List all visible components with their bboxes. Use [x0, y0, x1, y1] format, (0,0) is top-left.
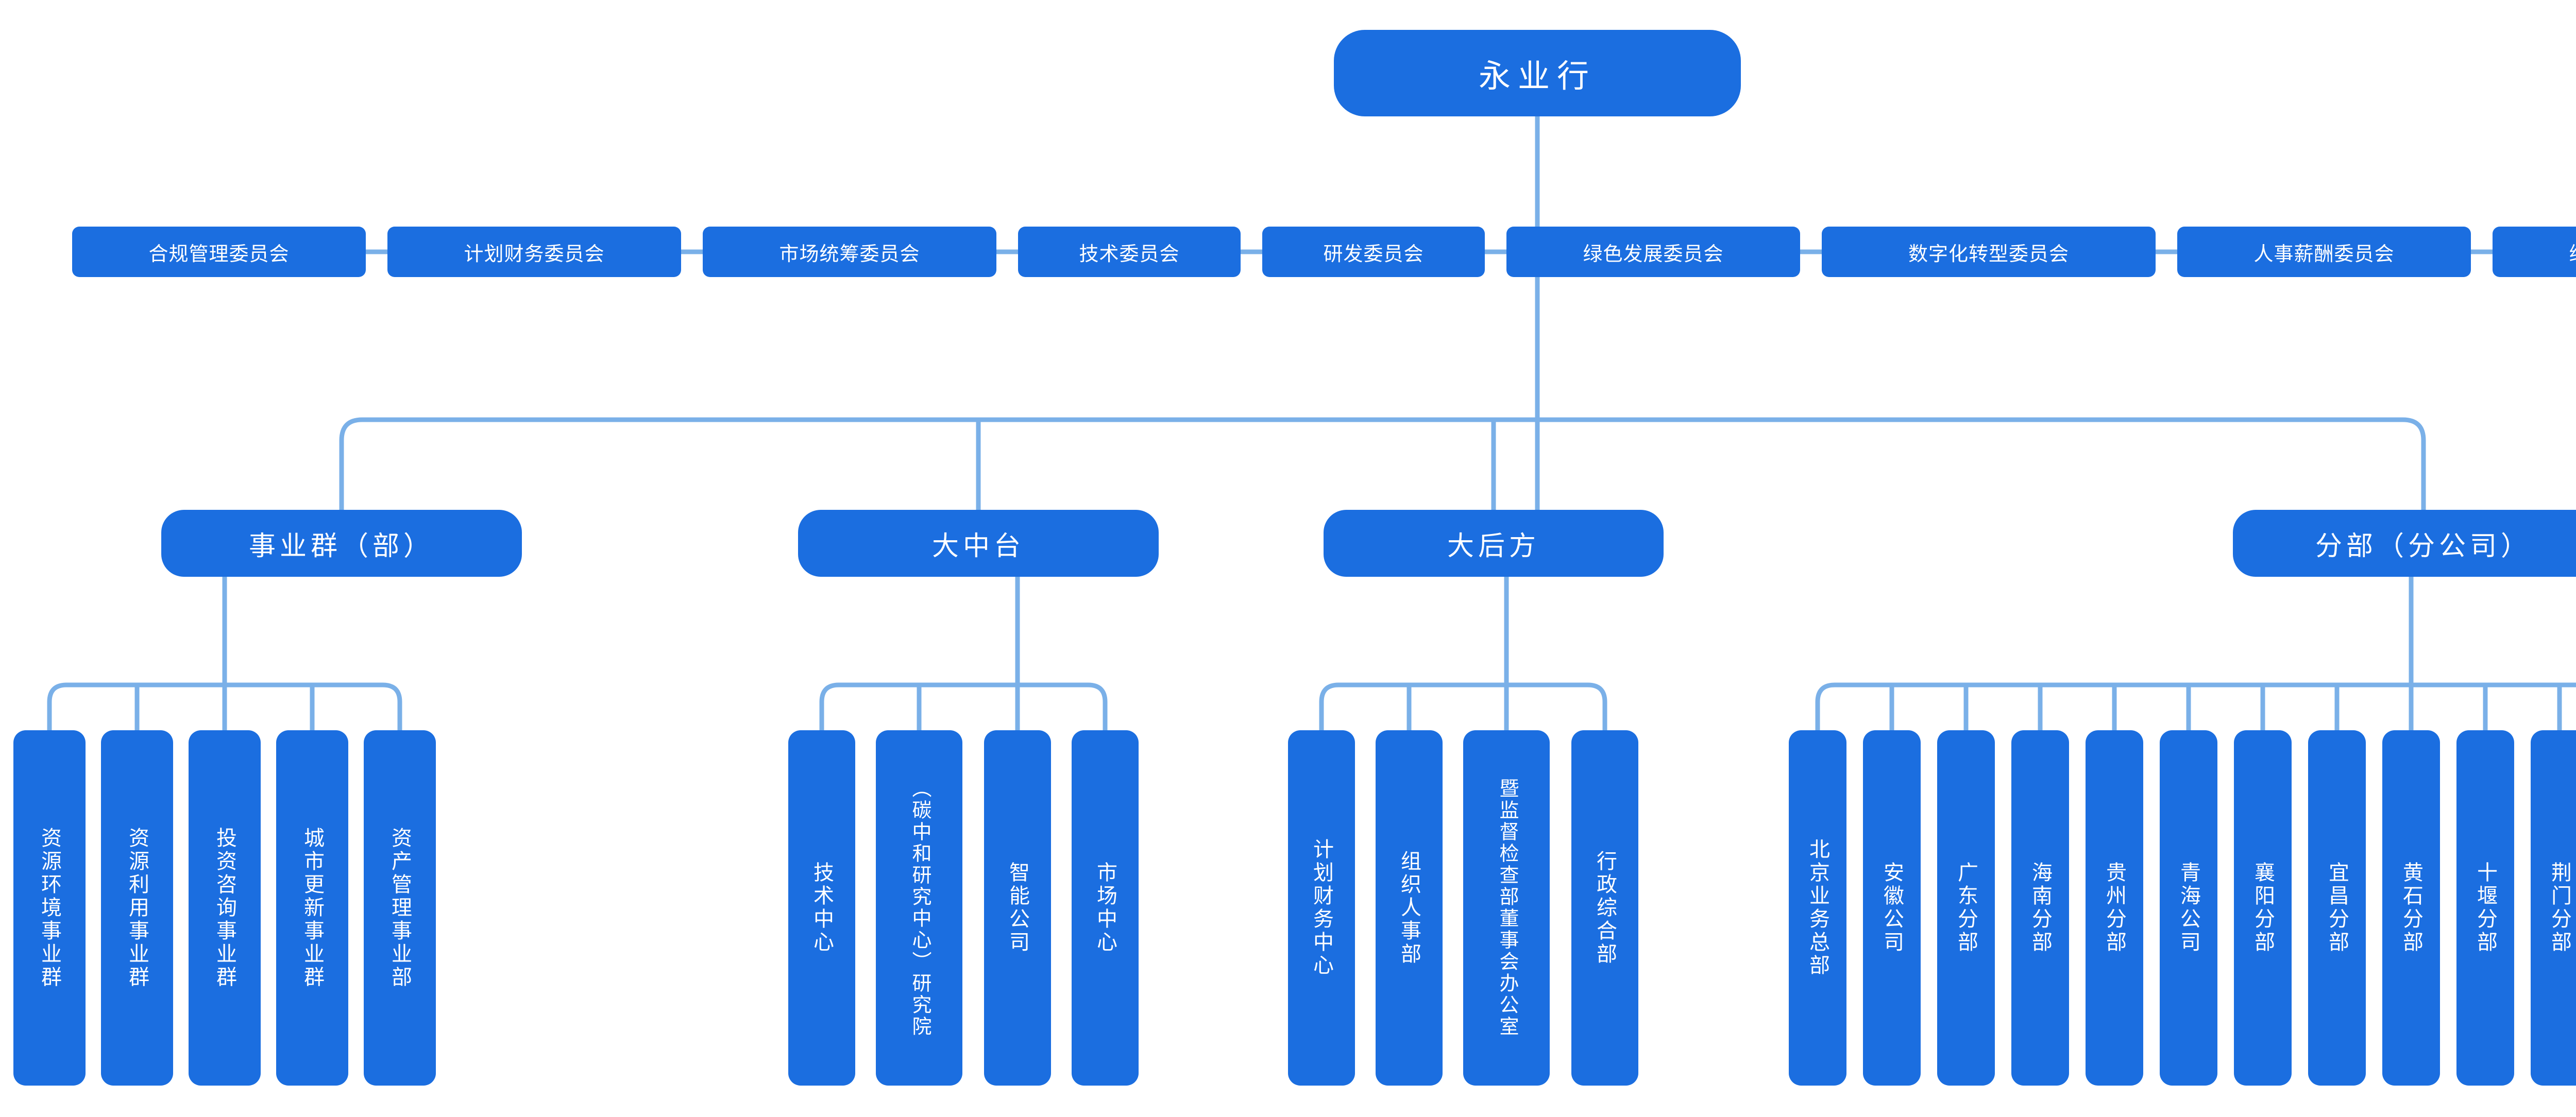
leaf-node-2-3[interactable]: 行政综合部: [1571, 730, 1638, 1086]
leaf-node-2-1[interactable]: 组织人事部: [1376, 730, 1443, 1086]
leaf-label-col-a: （碳中和研究中心）: [908, 778, 930, 973]
leaf-node-0-4[interactable]: 资产管理事业部: [364, 730, 436, 1086]
leaf-label-col-b: 董事会办公室: [1496, 908, 1518, 1038]
committee-node-8[interactable]: 综合品牌委员会: [2493, 227, 2576, 277]
wire-bracket-group-2: [1319, 682, 1607, 730]
leaf-node-3-0[interactable]: 北京业务总部: [1789, 730, 1846, 1086]
leaf-label-col-b: 研究院: [908, 973, 930, 1038]
leaf-node-0-1[interactable]: 资源利用事业群: [101, 730, 173, 1086]
leaf-node-3-1[interactable]: 安徽公司: [1863, 730, 1921, 1086]
leaf-node-1-3[interactable]: 市场中心: [1072, 730, 1139, 1086]
leaf-label-col-a: 暨监督检查部: [1496, 778, 1518, 908]
leaf-node-0-0[interactable]: 资源环境事业群: [13, 730, 86, 1086]
committee-node-1[interactable]: 计划财务委员会: [387, 227, 681, 277]
leaf-node-3-2[interactable]: 广东分部: [1937, 730, 1995, 1086]
committee-node-5[interactable]: 绿色发展委员会: [1506, 227, 1800, 277]
leaf-node-3-3[interactable]: 海南分部: [2011, 730, 2069, 1086]
leaf-node-1-0[interactable]: 技术中心: [788, 730, 855, 1086]
leaf-node-2-0[interactable]: 计划财务中心: [1288, 730, 1355, 1086]
root-node[interactable]: 永业行: [1334, 30, 1741, 116]
leaf-node-2-2[interactable]: 暨监督检查部董事会办公室: [1463, 730, 1550, 1086]
leaf-node-3-10[interactable]: 荆门分部: [2531, 730, 2576, 1086]
group-node-3[interactable]: 分部（分公司）: [2233, 510, 2576, 577]
group-node-0[interactable]: 事业群（部）: [161, 510, 522, 577]
wire-group-bus: [339, 417, 2426, 510]
leaf-node-1-2[interactable]: 智能公司: [984, 730, 1051, 1086]
committee-node-7[interactable]: 人事薪酬委员会: [2177, 227, 2471, 277]
leaf-node-0-2[interactable]: 投资咨询事业群: [189, 730, 261, 1086]
leaf-node-3-8[interactable]: 黄石分部: [2382, 730, 2440, 1086]
group-node-2[interactable]: 大后方: [1324, 510, 1664, 577]
leaf-node-3-7[interactable]: 宜昌分部: [2308, 730, 2366, 1086]
leaf-node-3-6[interactable]: 襄阳分部: [2234, 730, 2292, 1086]
leaf-node-3-4[interactable]: 贵州分部: [2086, 730, 2143, 1086]
committee-node-0[interactable]: 合规管理委员会: [72, 227, 366, 277]
leaf-node-3-5[interactable]: 青海公司: [2160, 730, 2217, 1086]
committee-node-3[interactable]: 技术委员会: [1018, 227, 1241, 277]
wire-bracket-group-1: [819, 682, 1108, 730]
leaf-node-3-9[interactable]: 十堰分部: [2456, 730, 2514, 1086]
leaf-node-1-1[interactable]: （碳中和研究中心）研究院: [876, 730, 962, 1086]
leaf-node-0-3[interactable]: 城市更新事业群: [276, 730, 348, 1086]
committee-node-2[interactable]: 市场统筹委员会: [703, 227, 996, 277]
committee-node-4[interactable]: 研发委员会: [1262, 227, 1485, 277]
committee-node-6[interactable]: 数字化转型委员会: [1822, 227, 2156, 277]
group-node-1[interactable]: 大中台: [798, 510, 1159, 577]
wire-bracket-group-3: [1815, 682, 2576, 730]
